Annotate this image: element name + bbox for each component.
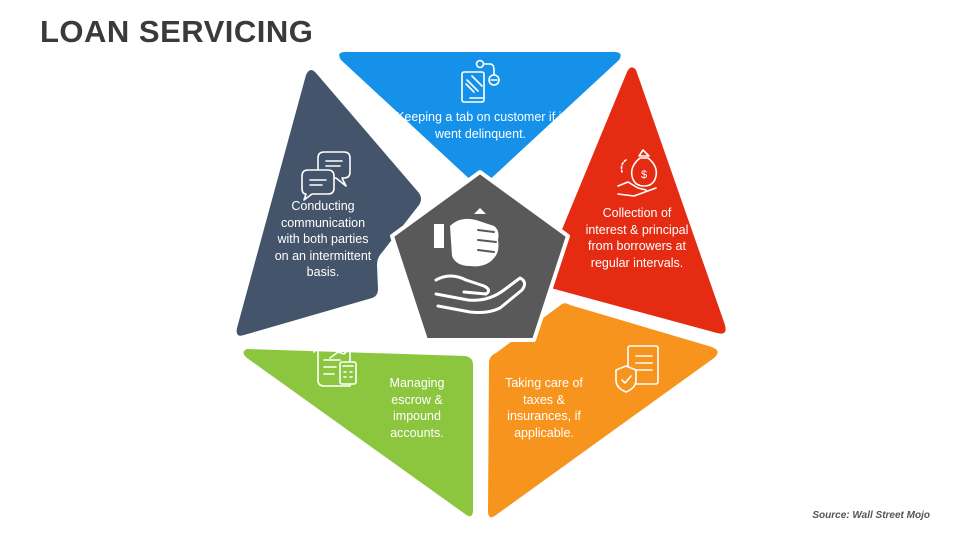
- ledger-calculator-icon: [313, 345, 357, 387]
- segment-left: [236, 69, 421, 336]
- page-title: LOAN SERVICING: [40, 14, 314, 49]
- segment-bottom-right: [488, 303, 718, 518]
- segment-bottom-left-text: Managing escrow & impound accounts.: [389, 376, 445, 440]
- hand-money-bag-icon: [434, 208, 527, 314]
- segment-right: [541, 67, 726, 334]
- segment-left-text: Conducting communication with both parti…: [274, 199, 372, 279]
- chat-bubbles-icon: [301, 151, 351, 201]
- segment-bottom-right-text: Taking care of taxes & insurances, if ap…: [505, 376, 583, 440]
- source-note: Source: Wall Street Mojo: [812, 510, 930, 521]
- money-bag-hand-icon: $: [617, 149, 658, 197]
- gavel-document-icon: [461, 59, 500, 103]
- segment-top-text: Keeping a tab on customer if it went del…: [396, 110, 565, 141]
- segment-top: [339, 52, 621, 187]
- document-shield-icon: [615, 345, 659, 393]
- svg-text:$: $: [641, 169, 647, 181]
- segment-right-text: Collection of interest & principal from …: [585, 206, 689, 270]
- segment-bottom-left: [243, 349, 473, 517]
